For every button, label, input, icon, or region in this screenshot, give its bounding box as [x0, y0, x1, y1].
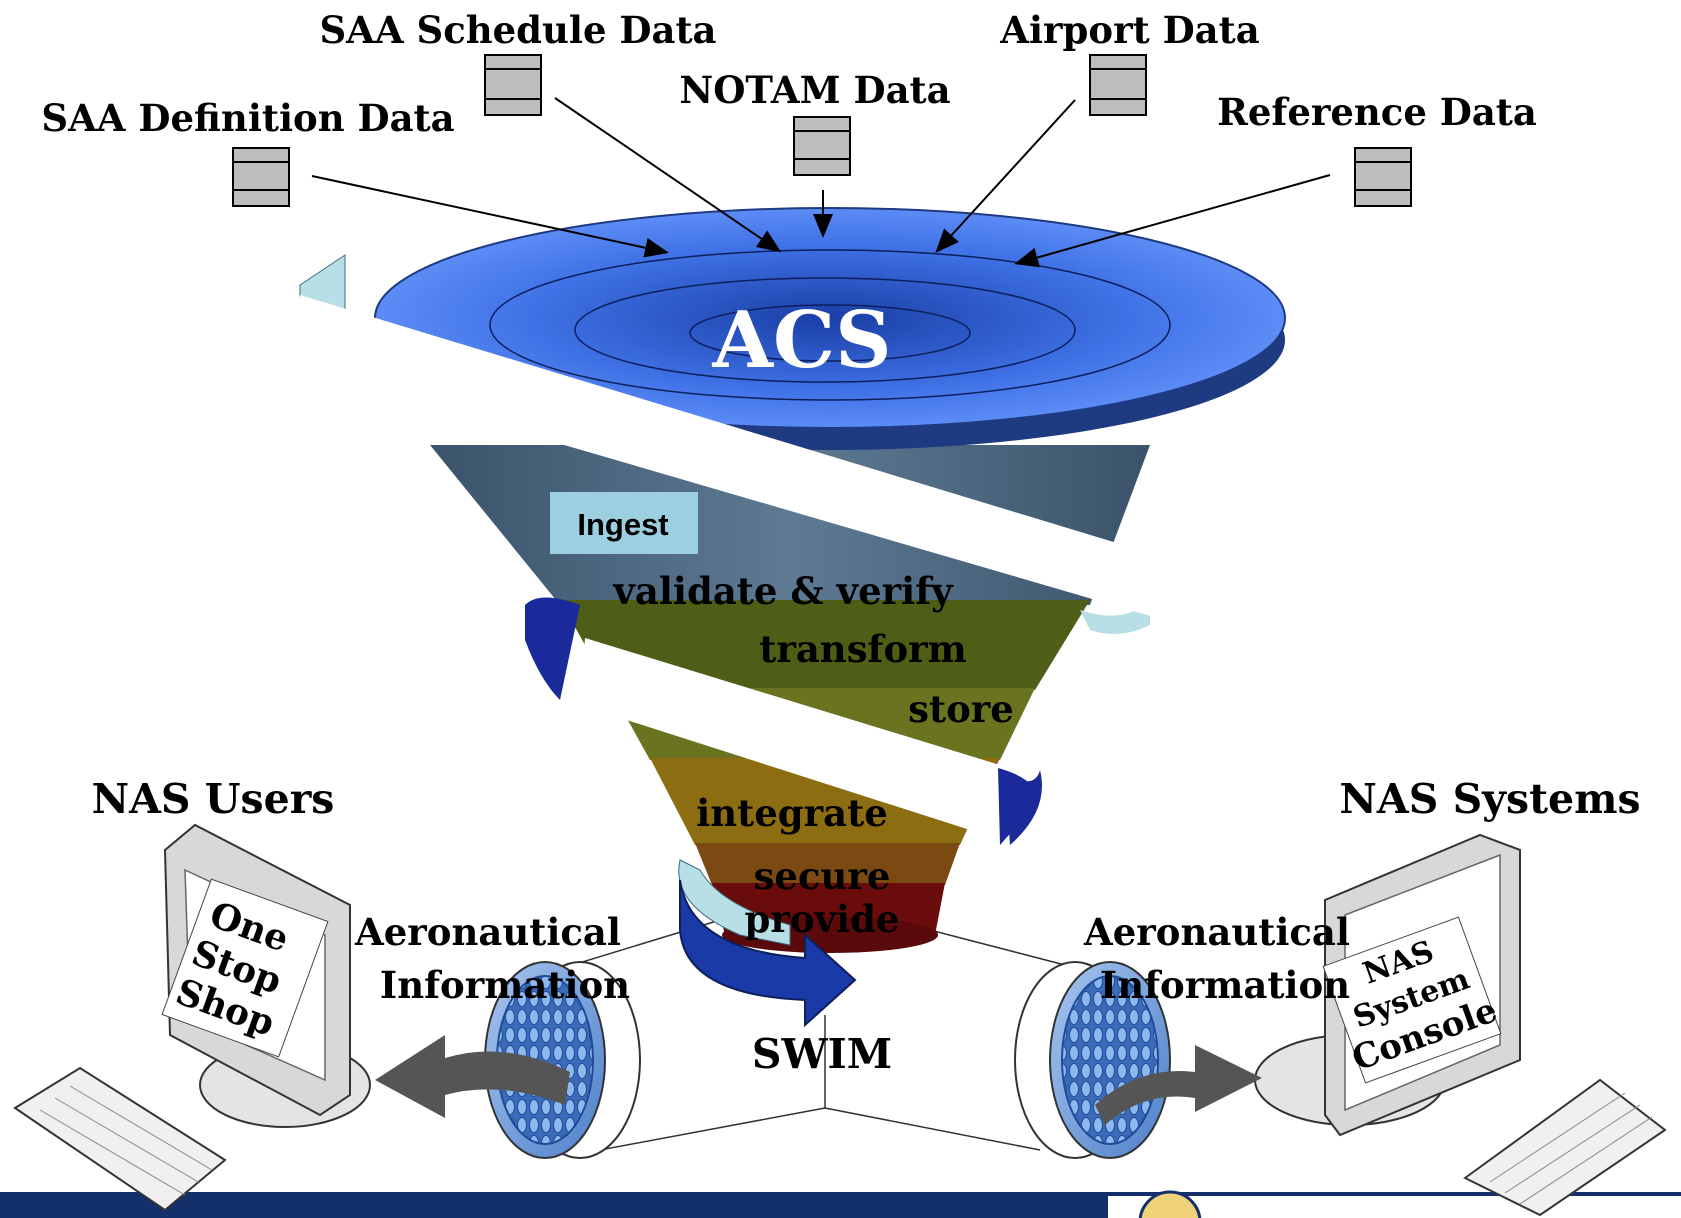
stage-secure: secure — [754, 854, 891, 898]
swim-port-right — [1014, 961, 1171, 1159]
white-band-upper — [290, 295, 1255, 645]
source-label-saa-schedule: SAA Schedule Data — [319, 8, 716, 52]
stage-provide: provide — [744, 897, 899, 941]
acs-title: ACS — [712, 295, 892, 386]
database-icon — [232, 147, 290, 207]
stage-ingest: Ingest — [577, 507, 668, 542]
keyboard-icon — [13, 1066, 227, 1212]
swim-label: SWIM — [752, 1030, 892, 1078]
white-band-lower — [580, 638, 1000, 838]
left-output-arrow — [375, 1035, 570, 1118]
right-flow-label-line1: Aeronautical — [1083, 910, 1350, 954]
one-stop-shop-note — [161, 878, 329, 1058]
stage-validate: validate & verify — [612, 569, 954, 613]
swirl-arrow — [679, 879, 857, 1028]
right-output-arrow — [1095, 1045, 1262, 1125]
left-flow-label-line1: Aeronautical — [354, 910, 621, 954]
source-label-notam: NOTAM Data — [679, 68, 950, 112]
nas-users-heading: NAS Users — [92, 775, 335, 823]
ribbon-left-mid — [525, 597, 580, 700]
database-icon — [1354, 147, 1412, 207]
ribbon-right-mid — [1080, 600, 1150, 634]
ribbon-lower-blue — [998, 768, 1040, 845]
database-icon — [1089, 54, 1147, 116]
source-arrows — [311, 97, 1331, 268]
nas-systems-heading: NAS Systems — [1339, 775, 1640, 823]
database-icon — [793, 116, 851, 176]
right-flow-label-line2: Information — [1100, 963, 1350, 1007]
source-label-saa-definition: SAA Definition Data — [41, 96, 454, 140]
acs-funnel — [290, 207, 1286, 1028]
disc-spiral — [489, 249, 1171, 401]
seal-icon — [1138, 1190, 1202, 1218]
ingest-box — [550, 492, 698, 554]
nas-system-console-note — [1322, 916, 1502, 1084]
keyboard-icon — [1463, 1078, 1667, 1217]
source-label-reference: Reference Data — [1217, 90, 1537, 134]
database-icon — [484, 54, 542, 116]
band-olive — [560, 600, 1090, 690]
swim-port-left — [484, 961, 641, 1159]
band-brown — [695, 843, 960, 885]
left-flow-label-line2: Information — [380, 963, 630, 1007]
stage-integrate: integrate — [696, 791, 888, 835]
stage-store: store — [908, 687, 1014, 731]
stage-transform: transform — [759, 627, 967, 671]
band-slate — [430, 445, 1150, 605]
source-label-airport: Airport Data — [999, 8, 1259, 52]
